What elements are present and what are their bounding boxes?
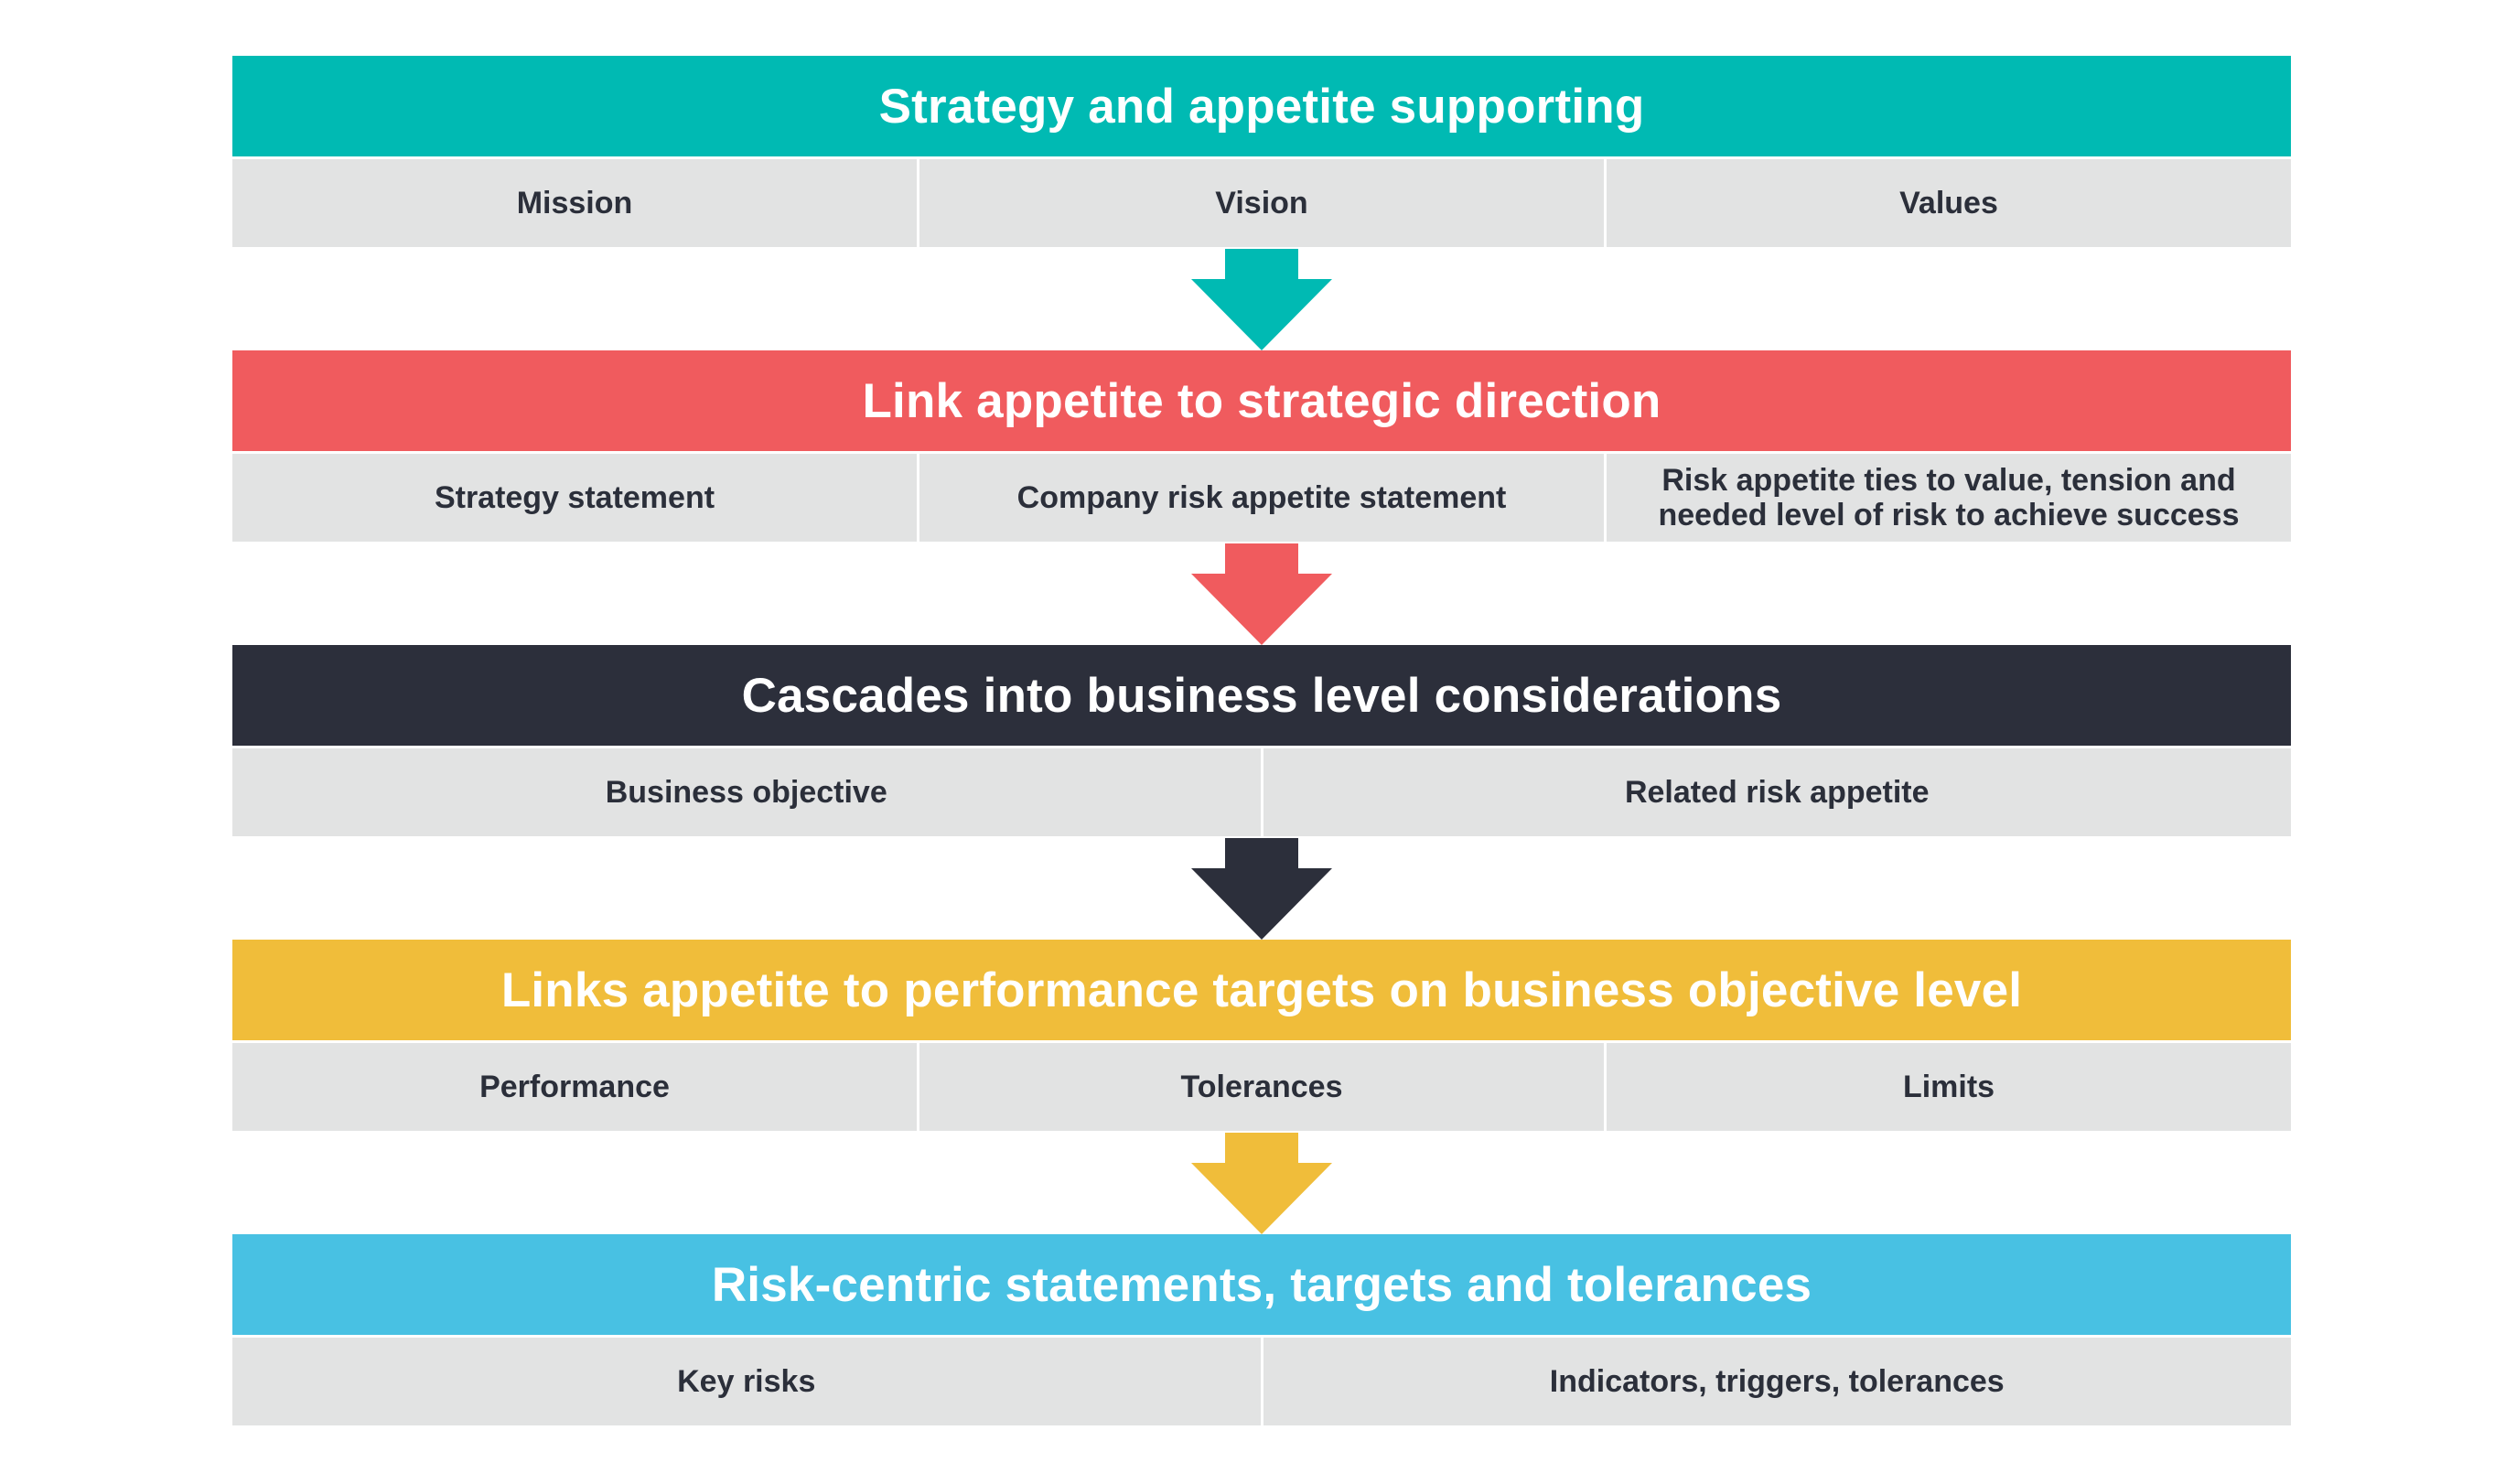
- level-cells: Business objective Related risk appetite: [232, 748, 2291, 836]
- cell-performance: Performance: [232, 1043, 917, 1131]
- arrow-down-icon: [1191, 543, 1332, 645]
- level-header: Risk-centric statements, targets and tol…: [232, 1234, 2291, 1335]
- level-cells: Mission Vision Values: [232, 159, 2291, 247]
- level-strategic-direction: Link appetite to strategic direction Str…: [232, 350, 2291, 542]
- cell-business-objective: Business objective: [232, 748, 1261, 836]
- arrow-down-icon: [1191, 1133, 1332, 1234]
- flow-arrow: [232, 1131, 2291, 1234]
- cell-company-risk-appetite-statement: Company risk appetite statement: [919, 454, 1604, 542]
- risk-appetite-flow-diagram: Strategy and appetite supporting Mission…: [232, 56, 2291, 1425]
- level-cells: Strategy statement Company risk appetite…: [232, 454, 2291, 542]
- level-risk-centric-statements: Risk-centric statements, targets and tol…: [232, 1234, 2291, 1425]
- level-performance-targets: Links appetite to performance targets on…: [232, 940, 2291, 1131]
- cell-risk-appetite-ties: Risk appetite ties to value, tension and…: [1607, 454, 2291, 542]
- flow-arrow: [232, 247, 2291, 350]
- arrow-down-icon: [1191, 249, 1332, 350]
- level-header: Strategy and appetite supporting: [232, 56, 2291, 156]
- flow-arrow: [232, 836, 2291, 940]
- arrow-down-icon: [1191, 838, 1332, 940]
- cell-related-risk-appetite: Related risk appetite: [1263, 748, 2291, 836]
- level-cells: Performance Tolerances Limits: [232, 1043, 2291, 1131]
- cell-mission: Mission: [232, 159, 917, 247]
- level-strategy-and-appetite: Strategy and appetite supporting Mission…: [232, 56, 2291, 247]
- cell-values: Values: [1607, 159, 2291, 247]
- cell-tolerances: Tolerances: [919, 1043, 1604, 1131]
- cell-limits: Limits: [1607, 1043, 2291, 1131]
- cell-key-risks: Key risks: [232, 1338, 1261, 1425]
- level-header: Link appetite to strategic direction: [232, 350, 2291, 451]
- cell-indicators-triggers-tolerances: Indicators, triggers, tolerances: [1263, 1338, 2291, 1425]
- level-cells: Key risks Indicators, triggers, toleranc…: [232, 1338, 2291, 1425]
- flow-arrow: [232, 542, 2291, 645]
- cell-strategy-statement: Strategy statement: [232, 454, 917, 542]
- level-business-considerations: Cascades into business level considerati…: [232, 645, 2291, 836]
- cell-vision: Vision: [919, 159, 1604, 247]
- level-header: Cascades into business level considerati…: [232, 645, 2291, 746]
- level-header: Links appetite to performance targets on…: [232, 940, 2291, 1040]
